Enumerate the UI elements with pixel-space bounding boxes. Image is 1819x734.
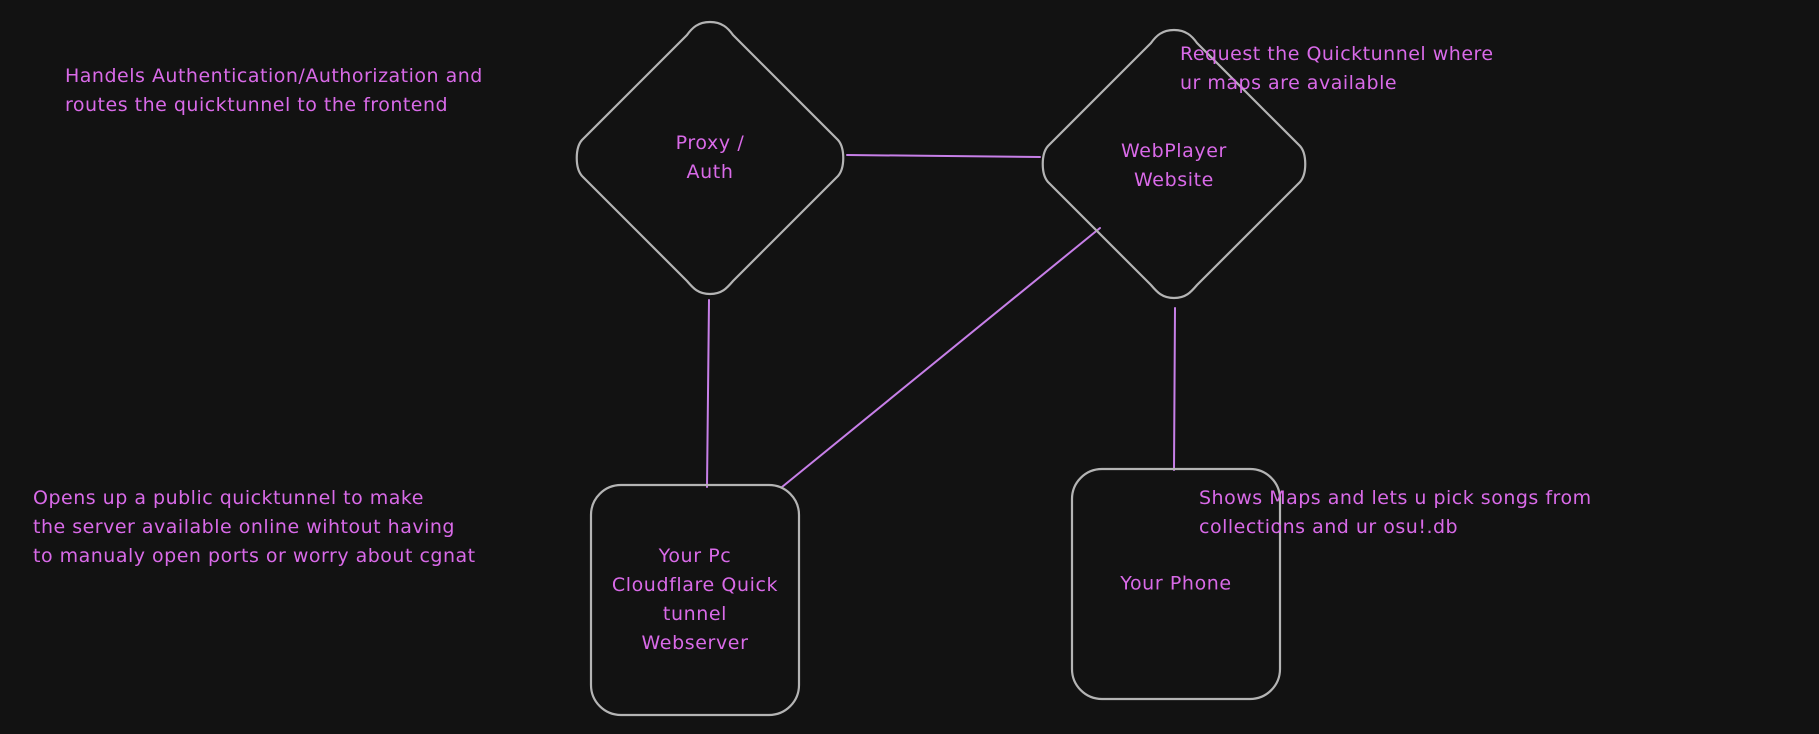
node-shape-group xyxy=(575,20,1307,717)
annotation-webplayer-note: Request the Quicktunnel where ur maps ar… xyxy=(1180,43,1494,94)
edge-proxy-to-your-pc[interactable] xyxy=(706,299,710,488)
edge-webplayer-to-your-pc[interactable] xyxy=(781,227,1101,488)
annotation-your-pc-note: Opens up a public quicktunnel to make th… xyxy=(33,487,476,567)
node-shape-proxy-auth[interactable] xyxy=(575,20,845,296)
edge-proxy-to-webplayer[interactable] xyxy=(846,154,1041,158)
annotation-your-phone-note: Shows Maps and lets u pick songs from co… xyxy=(1199,487,1592,538)
edge-webplayer-to-your-phone[interactable] xyxy=(1173,307,1176,471)
node-shape-webplayer-website[interactable] xyxy=(1041,28,1307,300)
edge-group xyxy=(706,154,1176,488)
node-shape-your-phone[interactable] xyxy=(1070,467,1282,701)
node-shape-your-pc[interactable] xyxy=(589,483,801,717)
annotation-proxy-auth-note: Handels Authentication/Authorization and… xyxy=(65,65,483,116)
